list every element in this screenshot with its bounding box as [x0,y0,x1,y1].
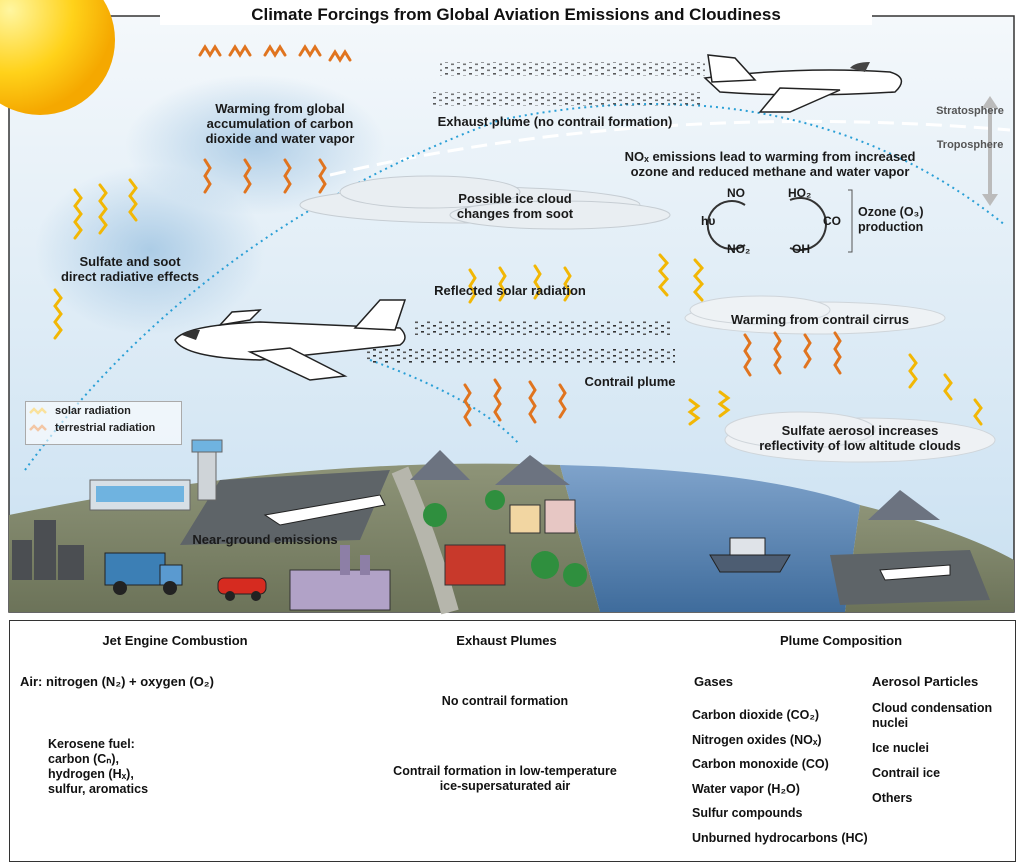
label-warming-global: Warming from global accumulation of carb… [205,101,355,146]
gases-list: Carbon dioxide (CO₂) Nitrogen oxides (NO… [692,703,868,850]
label-reflected-solar: Reflected solar radiation [434,283,586,298]
radiation-squiggles [53,44,983,427]
label-nox-warming: NOₓ emissions lead to warming from incre… [624,149,916,179]
ocean [560,465,860,612]
city-icon [12,520,84,580]
label-sulfate-aerosol: Sulfate aerosol increases reflectivity o… [759,423,961,453]
car-icon [217,577,267,601]
truck-icon [104,552,183,595]
contrail-cirrus-cloud [684,295,946,335]
sun-icon [0,0,115,115]
label-contrail-formation: Contrail formation in low-temperature ic… [393,764,617,793]
list-item: Unburned hydrocarbons (HC) [692,830,868,845]
ship-icon [709,537,791,573]
sulfate-haze [35,165,265,335]
upper-airplane-icon [703,54,903,113]
aerosols-list: Cloud condensation nuclei Ice nuclei Con… [872,701,992,806]
airport-terminal-icon [89,439,223,511]
list-item: Cloud condensation [872,701,993,715]
legend-terrestrial: terrestrial radiation [55,422,156,434]
label-ho2: HO₂ [788,186,812,200]
tropopause-line [329,119,1011,177]
list-item: Water vapor (H₂O) [692,781,800,796]
legend [25,401,182,445]
runway [180,470,390,545]
label-hv: hυ [701,214,716,228]
aerosols-header: Aerosol Particles [872,674,979,689]
label-stratosphere: Stratosphere [936,105,1004,117]
label-troposphere: Troposphere [936,139,1004,151]
list-item: Others [872,791,913,805]
gases-header: Gases [694,674,734,689]
low-cloud [724,411,996,463]
label-no2: NO₂ [727,242,751,256]
label-contrail-plume: Contrail plume [584,374,676,389]
list-item: nuclei [872,716,909,730]
label-near-ground: Near-ground emissions [192,532,338,547]
label-no-contrail: No contrail formation [441,694,569,708]
label-oh: OH [792,242,810,256]
header-plume-composition: Plume Composition [779,633,903,648]
header-exhaust-plumes: Exhaust Plumes [456,633,557,648]
list-item: Nitrogen oxides (NOₓ) [692,732,822,747]
air-input: Air: nitrogen (N₂) + oxygen (O₂) [20,674,214,689]
kerosene-input: Kerosene fuel: carbon (Cₙ), hydrogen (Hₓ… [48,737,149,796]
mountains-icon [410,450,940,520]
label-sulfate-soot: Sulfate and soot direct radiative effect… [60,254,199,284]
trees-icon [423,490,587,587]
label-ozone: Ozone (O₃) production [858,205,924,234]
list-item: Carbon dioxide (CO₂) [692,708,820,722]
list-item: Sulfur compounds [692,806,803,820]
houses-icon [444,499,576,586]
legend-solar: solar radiation [55,405,131,417]
factory-icon [289,545,391,611]
header-jet-engine: Jet Engine Combustion [102,633,248,648]
label-no: NO [727,186,745,200]
diagram-title: Climate Forcings from Global Aviation Em… [160,5,872,25]
ice-cloud [299,175,671,230]
label-contrail-cirrus: Warming from contrail cirrus [731,312,909,327]
label-exhaust-plume: Exhaust plume (no contrail formation) [437,114,673,129]
hox-cycle-arrow [789,197,827,251]
ground-airplane-icon [263,494,951,581]
nox-cycle-arrow [706,200,746,250]
list-item: Ice nuclei [872,741,929,755]
label-co: CO [823,214,841,228]
list-item: Contrail ice [872,766,941,780]
label-ice-cloud: Possible ice cloud changes from soot [456,191,574,221]
list-item: Carbon monoxide (CO) [692,757,829,771]
lower-airplane-icon [174,299,407,381]
emissions-panel [9,620,1016,862]
